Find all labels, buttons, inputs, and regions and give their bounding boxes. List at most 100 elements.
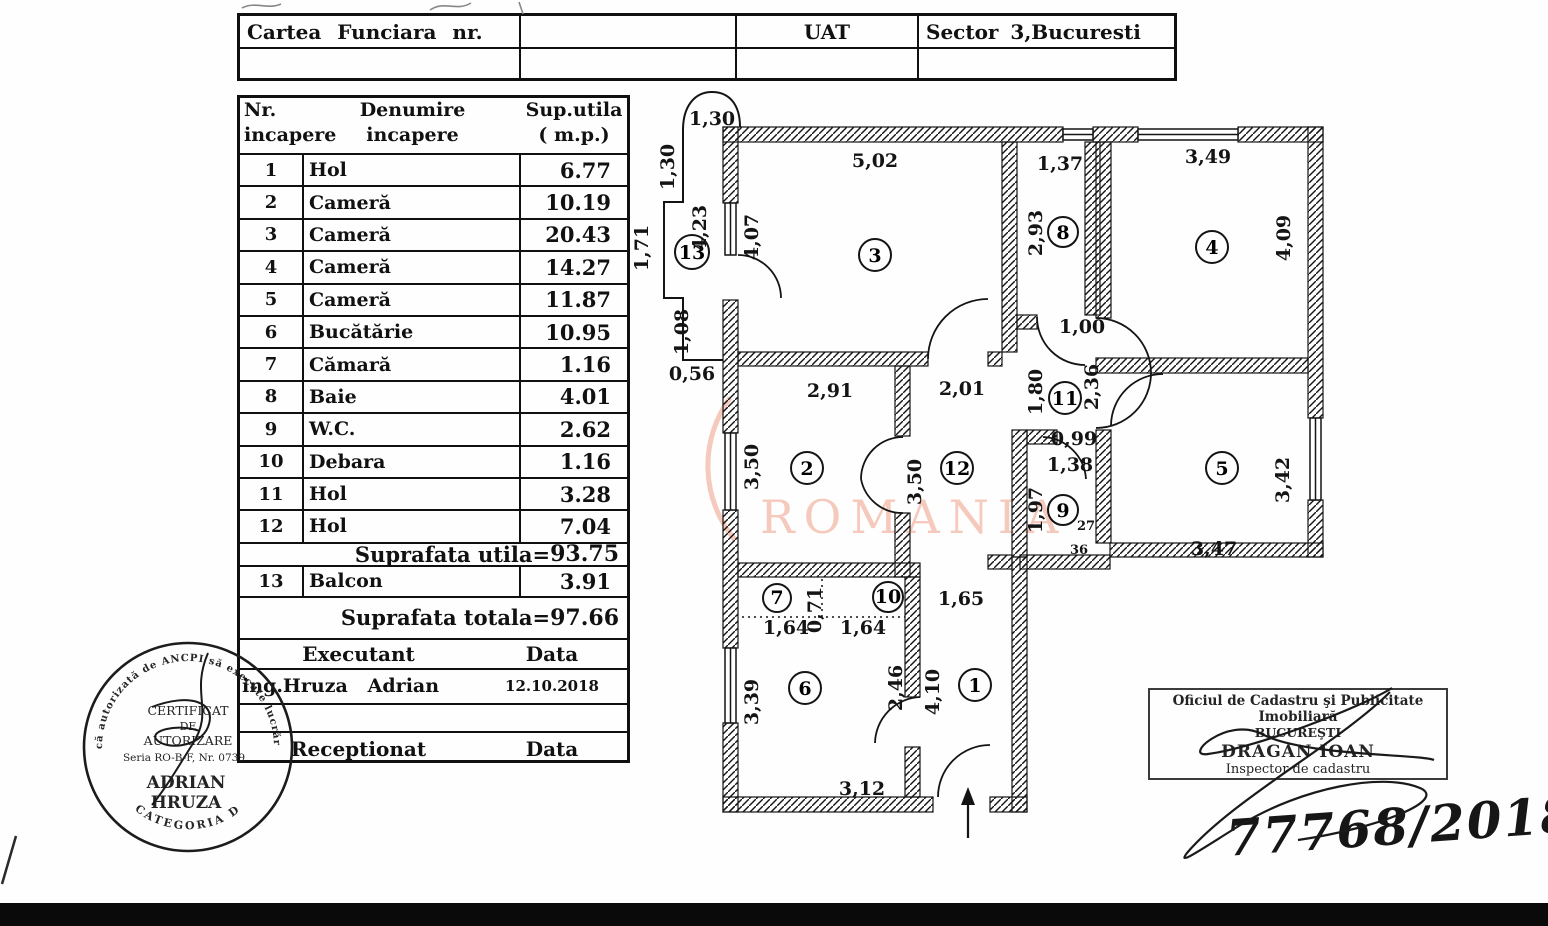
row-nr: 4 — [264, 256, 278, 278]
dim-label: 1,97 — [1025, 487, 1047, 533]
room-number: 8 — [1056, 222, 1069, 244]
col-nr-line1: Nr. — [244, 99, 277, 121]
hall1-door-arc — [874, 696, 921, 744]
inspector-signature — [1183, 687, 1435, 859]
room-circle: 6 — [788, 671, 822, 705]
sector-label: Sector 3,Bucuresti — [919, 16, 1174, 49]
suprafata-utila-row: Suprafata utila=93.75 — [240, 541, 627, 567]
row-area: 1.16 — [519, 349, 627, 380]
dim-label: 4,23 — [689, 205, 711, 251]
row-area: 6.77 — [519, 155, 627, 186]
room-number: 12 — [944, 458, 970, 480]
room-circle: 5 — [1205, 451, 1239, 485]
dim-label: 1,37 — [1037, 153, 1083, 175]
suprafata-totala-value: 97.66 — [550, 604, 619, 631]
ocpi-line4: Inspector de cadastru — [1225, 762, 1371, 777]
row-name: Cămară — [302, 349, 519, 380]
land-registry-header-table: Cartea Funciara nr. UAT Sector 3,Bucures… — [237, 13, 1177, 81]
col-den-line1: Denumire — [359, 99, 466, 121]
uat-label: UAT — [737, 16, 919, 49]
room-circle: 2 — [790, 451, 824, 485]
row-area: 4.01 — [519, 381, 627, 413]
row-area: 1.16 — [519, 446, 627, 477]
row-area: 3.28 — [519, 478, 627, 510]
row-nr: 5 — [264, 289, 278, 311]
dim-label: 3,47 — [1191, 538, 1237, 560]
row-nr: 8 — [264, 386, 278, 408]
row-name: Hol — [302, 155, 519, 186]
rooms-area-table: Nr. incapere Denumire incapere Sup.utila… — [237, 95, 630, 763]
dim-label: 3,50 — [904, 459, 926, 505]
dim-label: 2,46 — [885, 665, 907, 711]
cartea-funciara-value-cell — [521, 16, 737, 49]
col-den-line2: incapere — [366, 124, 459, 146]
ocpi-inspector-name: DRAGAN IOAN — [1221, 742, 1375, 762]
room-number: 7 — [770, 587, 783, 609]
room-circle: 1 — [958, 668, 992, 702]
dim-label: 2,93 — [1025, 210, 1047, 256]
row-nr: 3 — [264, 224, 278, 246]
row-name: Bucătărie — [302, 316, 519, 348]
executant-header-row: Executant Data — [240, 637, 627, 668]
data-label: Data — [525, 736, 579, 761]
dim-label: 0,99 — [1051, 428, 1097, 450]
row-name: Debara — [302, 446, 519, 477]
closet-dotted-lines — [742, 579, 905, 618]
rooms-table-header: Nr. incapere Denumire incapere Sup.utila… — [240, 98, 627, 153]
scan-bottom-black-bar — [0, 903, 1548, 926]
row-name: Cameră — [302, 252, 519, 283]
walls — [722, 126, 1324, 813]
executant-date: 12.10.2018 — [505, 677, 599, 696]
stamp-name: HRUZA — [151, 793, 222, 813]
empty-row — [240, 702, 627, 731]
round-authorization-stamp: fizică autorizată de ANCPI să execute lu… — [76, 627, 294, 853]
dim-label: 2,36 — [1081, 364, 1103, 410]
room-circle: 13 — [674, 234, 710, 270]
dim-label: 36 — [1070, 543, 1088, 558]
suprafata-totala-label: Suprafata totala= — [340, 605, 551, 631]
cartea-funciara-label: Cartea Funciara nr. — [240, 16, 521, 49]
entrance-door-arc — [937, 744, 991, 798]
data-label: Data — [525, 641, 579, 666]
room-circle: 3 — [858, 238, 892, 272]
row-name: Cameră — [302, 284, 519, 315]
dim-label: 2,91 — [807, 380, 853, 402]
dim-label: 1,30 — [689, 108, 735, 130]
receptionat-label: Receptionat — [290, 736, 427, 761]
dim-label: 4,10 — [922, 669, 944, 715]
dim-label: 0,56 — [669, 363, 715, 385]
row-nr: 13 — [258, 570, 284, 592]
dim-label: 2,01 — [939, 378, 985, 400]
row-area: 10.19 — [519, 187, 627, 218]
floor-plan: ROMANIA — [631, 90, 1324, 838]
row-name: Hol — [302, 478, 519, 510]
room-number: 2 — [800, 458, 813, 480]
dim-label: 1,71 — [631, 225, 653, 271]
col-sup-line1: Sup.utila — [525, 99, 623, 121]
row-area: 14.27 — [519, 252, 627, 283]
row-nr: 11 — [258, 483, 284, 505]
row-name: Cameră — [302, 219, 519, 251]
dim-label: 3,49 — [1185, 146, 1231, 168]
dim-label: 4,09 — [1273, 215, 1295, 261]
room-circle: 4 — [1195, 230, 1229, 264]
room-circle: 8 — [1047, 216, 1079, 248]
room-circle: 12 — [940, 451, 974, 485]
row-name: Hol — [302, 511, 519, 542]
row-nr: 7 — [264, 354, 278, 376]
dim-label: 3,42 — [1272, 457, 1294, 503]
empty-cell — [240, 49, 521, 78]
balcony-door-arc — [737, 254, 782, 299]
dim-label: 1,38 — [1047, 454, 1093, 476]
dim-label: 3,39 — [741, 679, 763, 725]
dim-label: 0,71 — [804, 587, 826, 633]
dim-label: 3,50 — [741, 444, 763, 490]
row-area: 11.87 — [519, 284, 627, 315]
room-number: 9 — [1056, 500, 1069, 522]
window-symbols — [724, 128, 1322, 724]
